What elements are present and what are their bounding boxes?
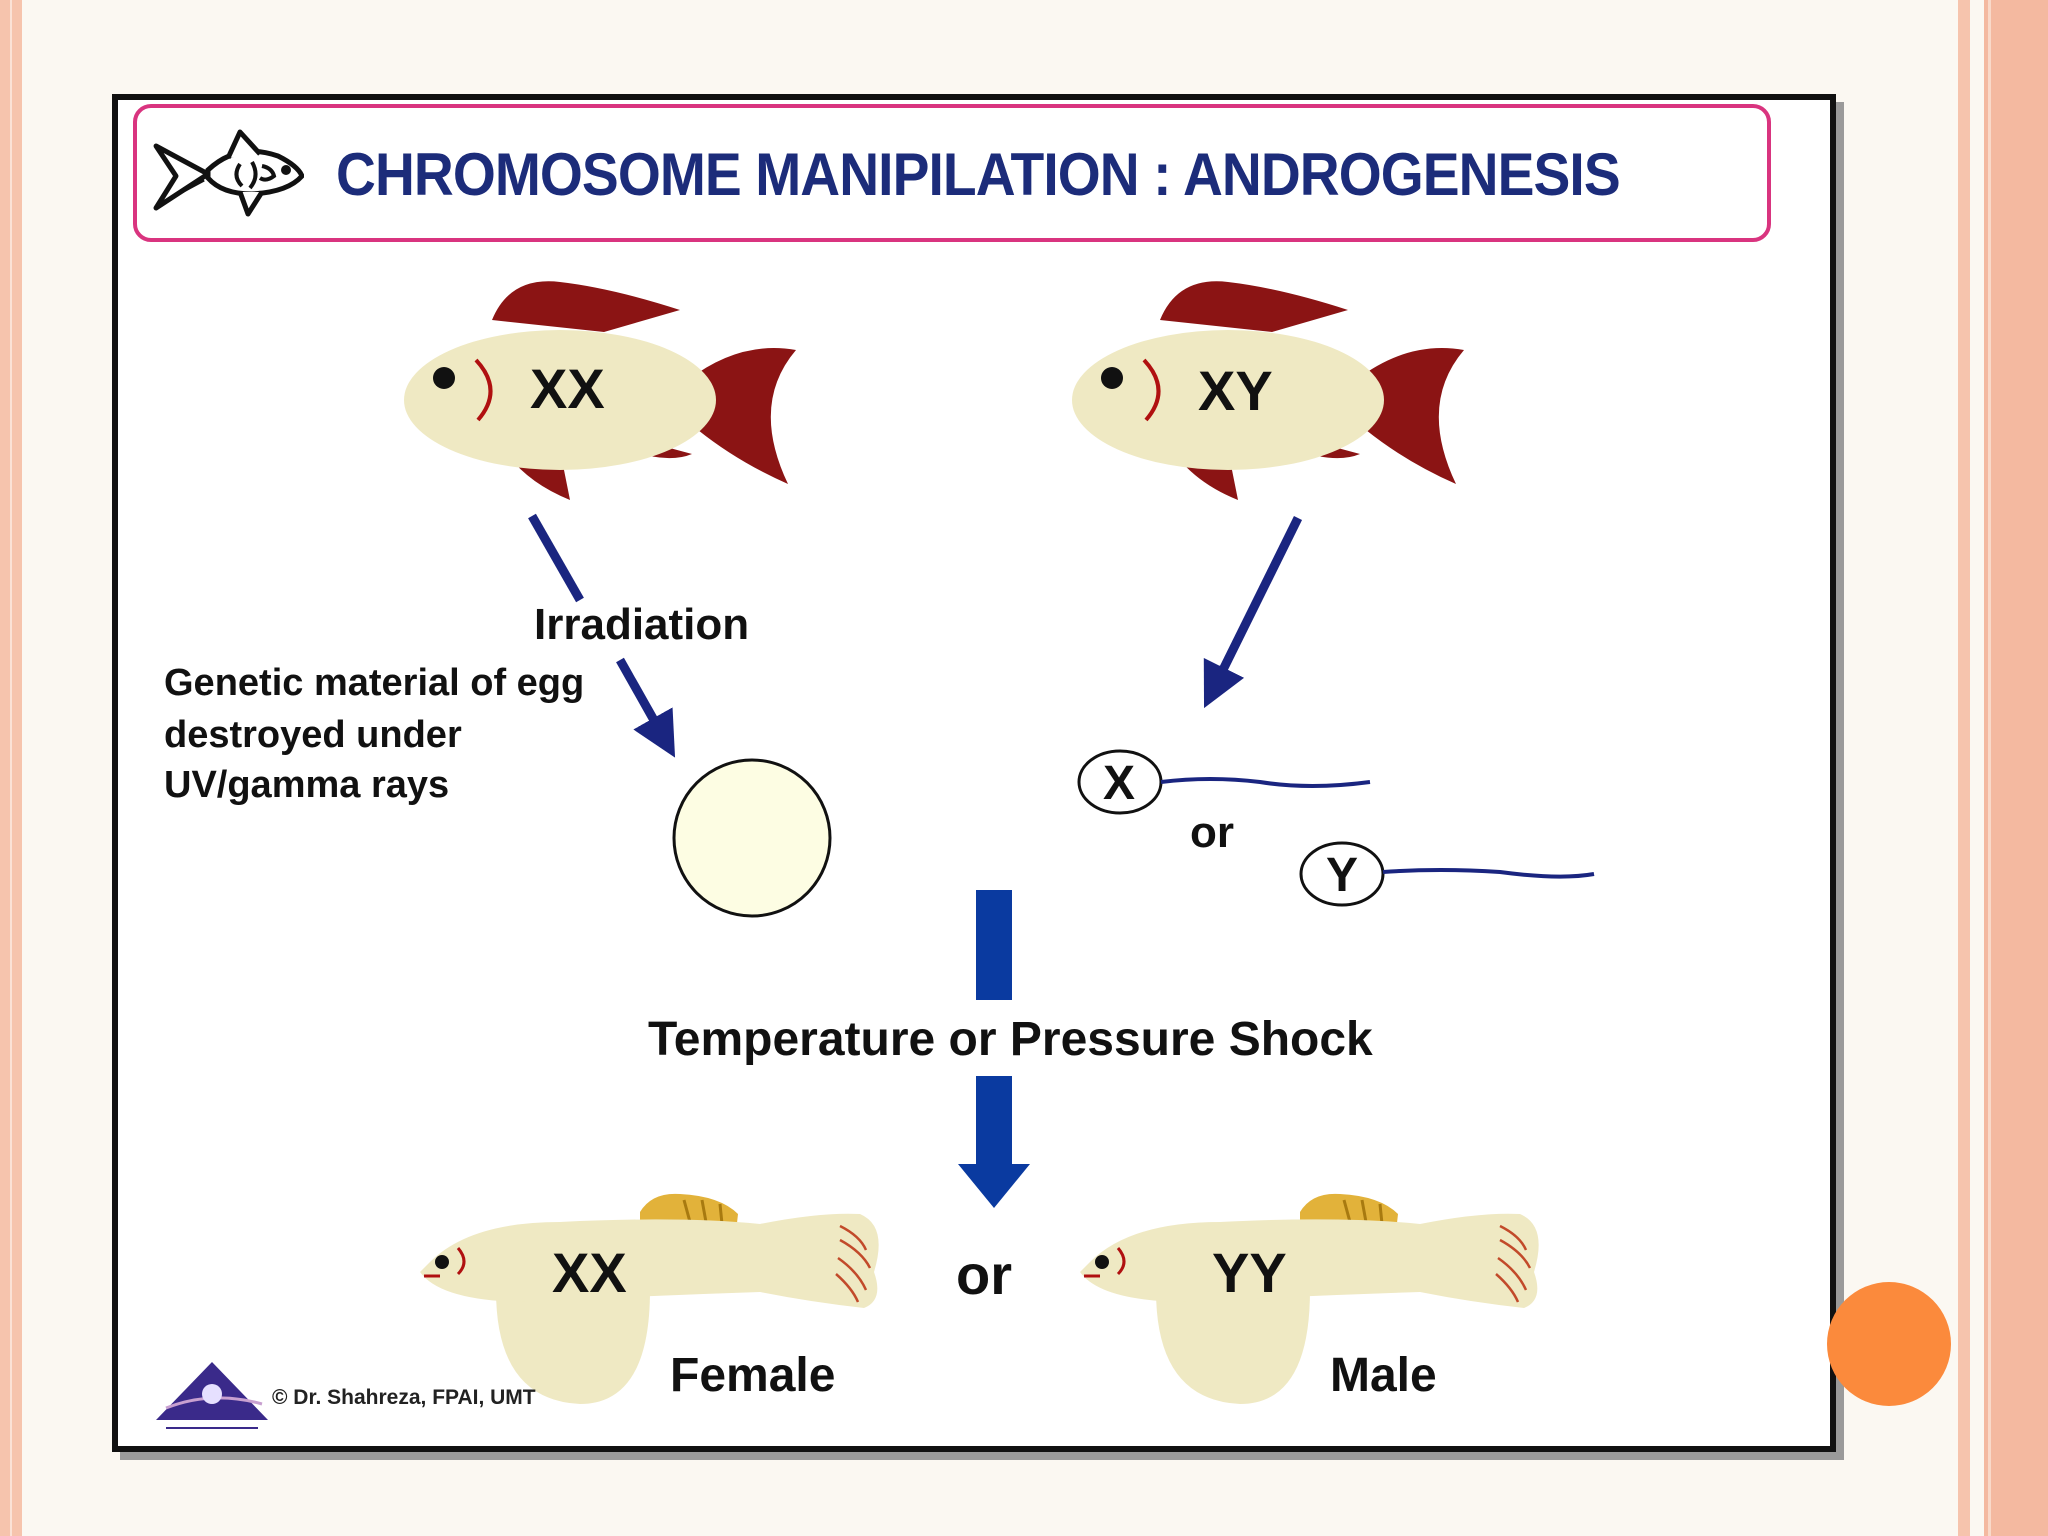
egg-note-line-2: destroyed under (164, 714, 462, 756)
sperm-x-label: X (1103, 757, 1136, 810)
slide-border-left (0, 0, 22, 1536)
sperm-or-label: or (1190, 808, 1234, 857)
offspring-xx-label: XX (552, 1241, 627, 1304)
sperm-y-label: Y (1326, 849, 1359, 902)
page-title: CHROMOSOME MANIPILATION : ANDROGENESIS (336, 141, 1621, 208)
parent-xx-label: XX (530, 357, 605, 420)
egg-note-line-1: Genetic material of egg (164, 662, 585, 704)
egg-note-line-3: UV/gamma rays (164, 764, 450, 806)
female-label: Female (670, 1349, 836, 1402)
slide-border-right-outer (1984, 0, 2048, 1536)
offspring-yy-label: YY (1212, 1241, 1287, 1304)
fish-logo-icon (153, 129, 304, 217)
diagram-frame (112, 94, 1836, 1452)
slide-accent-dot (1827, 1282, 1951, 1406)
male-label: Male (1330, 1349, 1437, 1402)
offspring-or-label: or (956, 1243, 1012, 1306)
parent-xy-label: XY (1198, 359, 1273, 422)
irradiation-label: Irradiation (534, 600, 750, 649)
slide-border-right-inner (1958, 0, 1970, 1536)
process-label: Temperature or Pressure Shock (648, 1013, 1373, 1066)
title-box (133, 104, 1771, 242)
credit-text: © Dr. Shahreza, FPAI, UMT (272, 1386, 536, 1409)
